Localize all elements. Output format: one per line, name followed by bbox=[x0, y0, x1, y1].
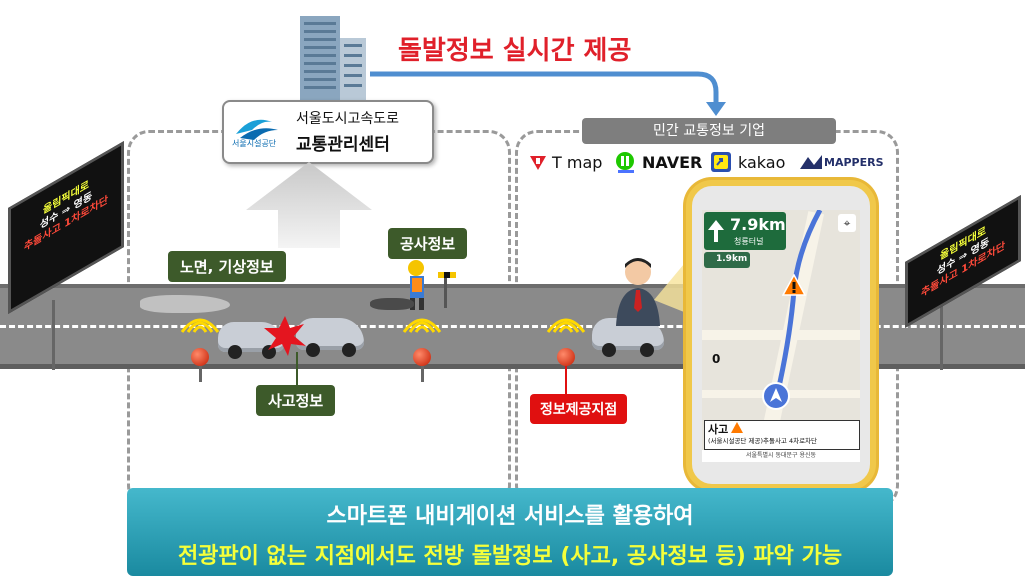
provider-name: T map bbox=[552, 152, 603, 172]
naver-icon bbox=[616, 152, 634, 173]
alert-title: 사고 bbox=[708, 423, 729, 436]
turn-arrow-icon bbox=[708, 220, 724, 242]
road-debris bbox=[370, 298, 414, 310]
next-distance: 1.9km bbox=[716, 254, 748, 264]
accident-info-label: 사고정보 bbox=[256, 385, 336, 416]
tmap-icon bbox=[530, 156, 546, 170]
right-sign-pole bbox=[940, 300, 943, 370]
provider-name: NAVER bbox=[642, 152, 703, 172]
center-line2: 교통관리센터 bbox=[296, 135, 390, 155]
wheel bbox=[262, 345, 276, 359]
center-line1: 서울도시고속도로 bbox=[296, 111, 400, 127]
sensor-signal-icon bbox=[402, 318, 442, 333]
accident-alert-panel: 사고 (서울시설공단 제공)추돌사고 4차로차단 bbox=[704, 420, 860, 450]
construction-info-label: 공사정보 bbox=[388, 228, 468, 259]
provider-tmap: T map bbox=[528, 150, 602, 174]
nav-sub: 청룡터널 bbox=[734, 237, 764, 246]
provider-name: kakao bbox=[738, 152, 786, 172]
road-lane-line bbox=[0, 325, 1025, 328]
banner-line2: 전광판이 없는 지점에서도 전방 돌발정보 (사고, 공사정보 등) 파악 가능 bbox=[177, 544, 843, 569]
wheel bbox=[342, 343, 356, 357]
sensor-pole bbox=[199, 366, 202, 382]
nav-next: 1.9km bbox=[704, 252, 750, 268]
seoul-facilities-logo-icon bbox=[232, 112, 294, 152]
alert-body: (서울시설공단 제공)추돌사고 4차로차단 bbox=[708, 437, 818, 445]
mappers-icon bbox=[800, 155, 822, 169]
private-companies-label: 민간 교통정보 기업 bbox=[653, 123, 765, 139]
phone-screen: 7.9km 청룡터널 1.9km ⌖ 0 사고 (서울시설공단 제공)추돌사고 … bbox=[702, 210, 860, 462]
accident-pointer bbox=[296, 352, 298, 386]
provider-mappers: MAPPERS bbox=[800, 152, 884, 172]
nav-header: 7.9km 청룡터널 bbox=[704, 212, 786, 250]
crash-burst-icon bbox=[264, 316, 306, 356]
provider-kakao: kakao bbox=[710, 150, 785, 174]
wheel bbox=[306, 343, 320, 357]
sensor-dot bbox=[191, 348, 209, 366]
map-road bbox=[702, 330, 860, 340]
info-point-pointer bbox=[565, 366, 567, 394]
left-sign-pole bbox=[52, 300, 55, 370]
hazard-warning-icon bbox=[782, 274, 806, 296]
current-position-icon bbox=[762, 382, 790, 410]
kakao-icon bbox=[711, 152, 731, 172]
provider-name: MAPPERS bbox=[824, 155, 884, 169]
driver-person-icon bbox=[616, 258, 660, 326]
wheel bbox=[640, 343, 654, 357]
logo-caption: 서울시설공단 bbox=[232, 139, 277, 148]
icy-road-patch bbox=[140, 295, 230, 313]
nav-distance: 7.9km bbox=[730, 215, 786, 234]
traffic-center-box: 서울시설공단 서울도시고속도로 교통관리센터 bbox=[222, 100, 434, 164]
info-point-label: 정보제공지점 bbox=[530, 394, 628, 424]
address-bar: 서울특별시 동대문구 용신동 bbox=[702, 450, 860, 462]
map-number: 0 bbox=[712, 352, 721, 366]
provider-naver: NAVER bbox=[614, 150, 702, 174]
building-icon bbox=[292, 8, 370, 100]
map-pin-icon: ⌖ bbox=[838, 214, 856, 232]
wheel bbox=[602, 343, 616, 357]
weather-info-label: 노면, 기상정보 bbox=[168, 251, 286, 282]
road-edge-bottom bbox=[0, 364, 1025, 369]
road-edge-top bbox=[0, 284, 1025, 288]
sensor-signal-icon bbox=[180, 318, 220, 333]
sensor-dot bbox=[413, 348, 431, 366]
banner-line1: 스마트폰 내비게이션 서비스를 활용하여 bbox=[326, 504, 694, 529]
sign-line: 성수 ⇒ 영동 bbox=[39, 190, 93, 232]
sensor-dot bbox=[557, 348, 575, 366]
upload-arrow bbox=[246, 162, 372, 248]
flow-arrow bbox=[370, 71, 726, 116]
page-title: 돌발정보 실시간 제공 bbox=[398, 36, 632, 66]
alert-warning-icon bbox=[731, 422, 743, 433]
bottom-banner: 스마트폰 내비게이션 서비스를 활용하여 전광판이 없는 지점에서도 전방 돌발… bbox=[127, 488, 893, 576]
private-companies-header: 민간 교통정보 기업 bbox=[582, 118, 836, 144]
sensor-signal-icon bbox=[546, 318, 586, 333]
wheel bbox=[228, 345, 242, 359]
smartphone: 7.9km 청룡터널 1.9km ⌖ 0 사고 (서울시설공단 제공)추돌사고 … bbox=[686, 180, 876, 490]
sensor-pole bbox=[421, 366, 424, 382]
